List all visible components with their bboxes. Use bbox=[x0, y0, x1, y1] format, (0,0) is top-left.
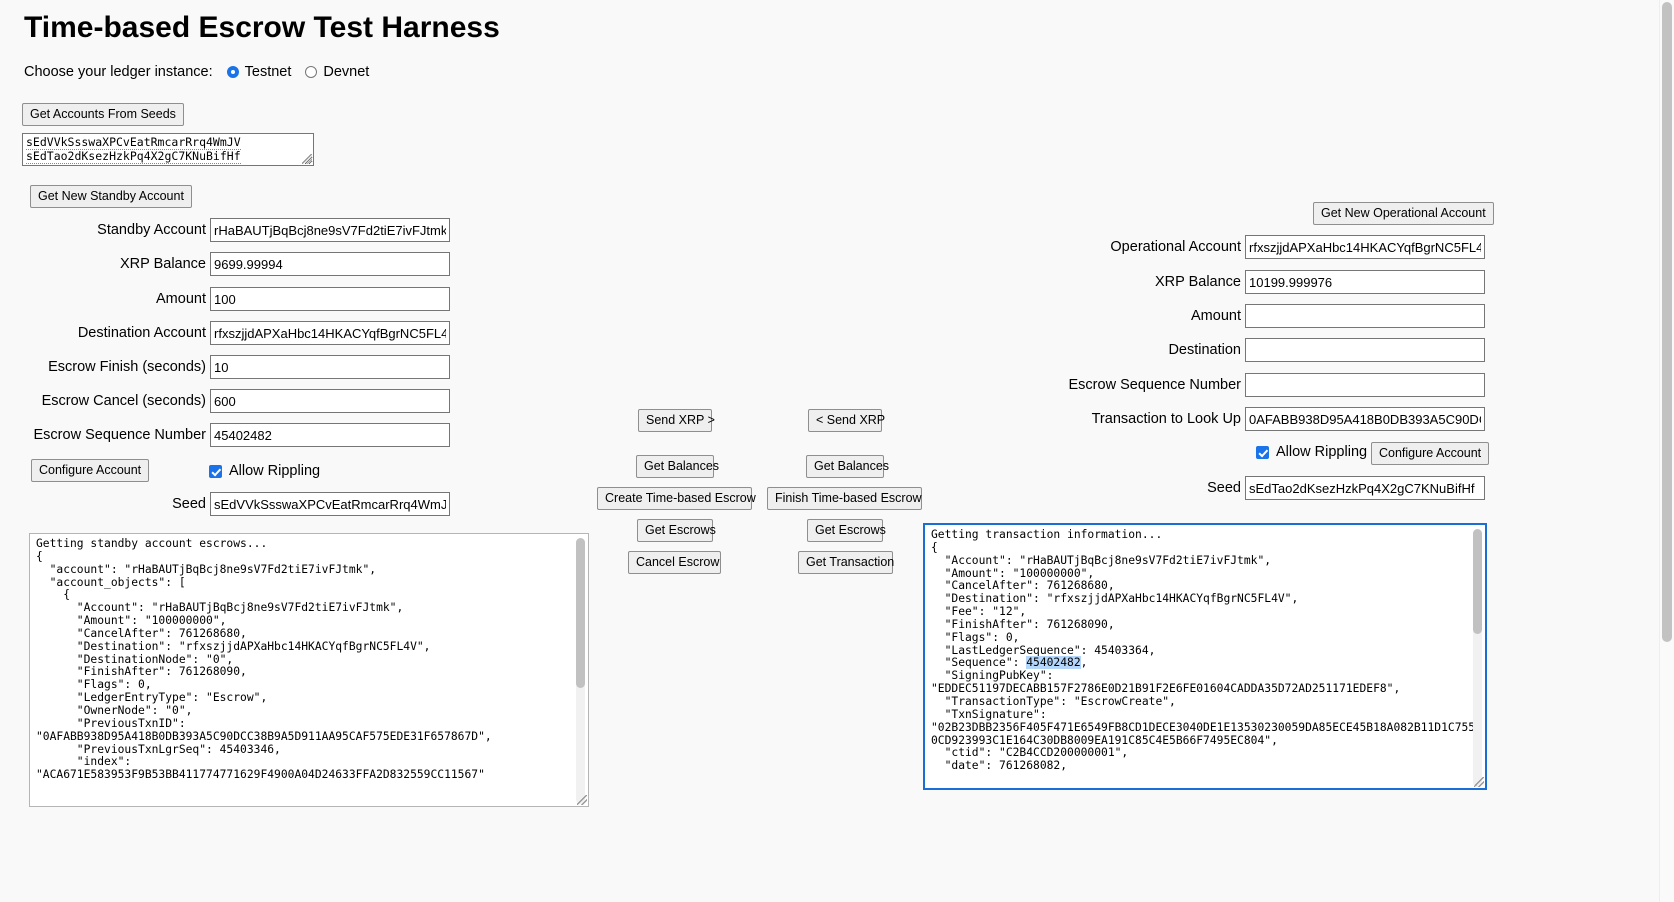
standby-amount-input[interactable] bbox=[210, 287, 450, 311]
operational-results-line-9: "Flags": 0, bbox=[931, 631, 1019, 644]
send-xrp-right-button[interactable]: Send XRP > bbox=[638, 409, 712, 432]
standby-xrp-balance-input[interactable] bbox=[210, 252, 450, 276]
standby-escrow-sequence-number-label: Escrow Sequence Number bbox=[0, 427, 210, 443]
operational-results-line-3: "Account": "rHaBAUTjBqBcj8ne9sV7Fd2tiE7i… bbox=[931, 554, 1271, 567]
operational-results-line-1: Getting transaction information... bbox=[931, 528, 1162, 541]
seed-line-2: sEdTao2dKsezHzkPq4X2gC7KNuBifHf bbox=[26, 149, 241, 164]
operational-results-line-2: { bbox=[931, 541, 938, 554]
standby-results-scrollbar[interactable] bbox=[576, 538, 585, 804]
operational-results-line-5: "CancelAfter": 761268680, bbox=[931, 579, 1115, 592]
operational-results-line-11-suffix: , bbox=[1081, 656, 1088, 669]
escrow-cancel-seconds-label: Escrow Cancel (seconds) bbox=[0, 393, 210, 409]
operational-account-input[interactable] bbox=[1245, 235, 1485, 259]
standby-configure-account-button[interactable]: Configure Account bbox=[31, 459, 149, 482]
page-scrollbar[interactable] bbox=[1659, 0, 1674, 902]
operational-seed-input[interactable] bbox=[1245, 476, 1485, 500]
standby-escrow-sequence-number-input[interactable] bbox=[210, 423, 450, 447]
standby-allow-rippling-checkbox[interactable]: Allow Rippling bbox=[209, 463, 320, 479]
standby-get-escrows-button[interactable]: Get Escrows bbox=[637, 519, 713, 542]
get-transaction-button[interactable]: Get Transaction bbox=[798, 551, 893, 574]
ledger-instance-label: Choose your ledger instance: bbox=[24, 64, 213, 80]
operational-results-line-7: "Fee": "12", bbox=[931, 605, 1026, 618]
escrow-cancel-seconds-input[interactable] bbox=[210, 389, 450, 413]
standby-get-balances-button[interactable]: Get Balances bbox=[636, 455, 714, 478]
operational-xrp-balance-input[interactable] bbox=[1245, 270, 1485, 294]
operational-results-line-10: "LastLedgerSequence": 45403364, bbox=[931, 644, 1155, 657]
standby-seed-label: Seed bbox=[0, 496, 210, 512]
get-accounts-from-seeds-button[interactable]: Get Accounts From Seeds bbox=[22, 103, 184, 126]
standby-results-textarea[interactable]: Getting standby account escrows... { "ac… bbox=[29, 533, 589, 807]
transaction-to-look-up-input[interactable] bbox=[1245, 407, 1485, 431]
operational-results-line-16: "02B23DBB2356F405F471E6549FB8CD1DECE3040… bbox=[931, 721, 1475, 734]
operational-results-line-13: "EDDEC51197DECABB157F2786E0D21B91F2E6FE0… bbox=[931, 682, 1400, 695]
operational-allow-rippling-check-icon[interactable] bbox=[1256, 446, 1269, 459]
operational-results-line-12: "SigningPubKey": bbox=[931, 669, 1053, 682]
operational-seed-label: Seed bbox=[1035, 480, 1245, 496]
standby-account-input[interactable] bbox=[210, 218, 450, 242]
operational-results-line-8: "FinishAfter": 761268090, bbox=[931, 618, 1115, 631]
seed-line-1: sEdVVkSsswaXPCvEatRmcarRrq4WmJV bbox=[26, 135, 241, 150]
resize-handle-icon[interactable] bbox=[302, 154, 312, 164]
escrow-finish-seconds-input[interactable] bbox=[210, 355, 450, 379]
operational-results-line-4: "Amount": "100000000", bbox=[931, 567, 1094, 580]
operational-allow-rippling-checkbox[interactable]: Allow Rippling bbox=[1256, 444, 1367, 460]
page-title: Time-based Escrow Test Harness bbox=[24, 11, 500, 45]
radio-devnet-indicator[interactable] bbox=[305, 66, 317, 78]
create-time-based-escrow-button[interactable]: Create Time-based Escrow bbox=[597, 487, 752, 510]
cancel-escrow-button[interactable]: Cancel Escrow bbox=[628, 551, 721, 574]
seeds-textarea[interactable]: sEdVVkSsswaXPCvEatRmcarRrq4WmJV sEdTao2d… bbox=[22, 133, 314, 166]
operational-results-line-18: "ctid": "C2B4CCD200000001", bbox=[931, 746, 1128, 759]
finish-time-based-escrow-button[interactable]: Finish Time-based Escrow bbox=[767, 487, 922, 510]
operational-results-textarea[interactable]: Getting transaction information... { "Ac… bbox=[923, 523, 1487, 790]
standby-amount-label: Amount bbox=[0, 291, 210, 307]
standby-results-text: Getting standby account escrows... { "ac… bbox=[36, 537, 492, 781]
radio-devnet-label: Devnet bbox=[323, 64, 369, 80]
radio-testnet-label: Testnet bbox=[245, 64, 292, 80]
operational-account-label: Operational Account bbox=[1035, 239, 1245, 255]
operational-results-sequence-highlight: 45402482 bbox=[1026, 656, 1080, 669]
standby-account-label: Standby Account bbox=[0, 222, 210, 238]
standby-seed-input[interactable] bbox=[210, 492, 450, 516]
operational-results-line-11-prefix: "Sequence": bbox=[931, 656, 1026, 669]
operational-get-balances-button[interactable]: Get Balances bbox=[806, 455, 884, 478]
standby-xrp-balance-label: XRP Balance bbox=[0, 256, 210, 272]
operational-results-line-6: "Destination": "rfxszjjdAPXaHbc14HKACYqf… bbox=[931, 592, 1298, 605]
operational-allow-rippling-label: Allow Rippling bbox=[1276, 444, 1367, 460]
get-new-operational-account-button[interactable]: Get New Operational Account bbox=[1313, 202, 1494, 225]
get-new-standby-account-button[interactable]: Get New Standby Account bbox=[30, 185, 192, 208]
operational-xrp-balance-label: XRP Balance bbox=[1035, 274, 1245, 290]
operational-destination-input[interactable] bbox=[1245, 338, 1485, 362]
standby-destination-account-label: Destination Account bbox=[0, 325, 210, 341]
operational-results-line-17: 0CD923993C1E164C30DB8009EA191C85C4E5B66F… bbox=[931, 734, 1278, 747]
ledger-instance-row: Choose your ledger instance: Testnet Dev… bbox=[24, 64, 383, 80]
operational-amount-input[interactable] bbox=[1245, 304, 1485, 328]
operational-results-scrollbar[interactable] bbox=[1473, 529, 1482, 787]
send-xrp-left-button[interactable]: < Send XRP bbox=[808, 409, 882, 432]
operational-destination-label: Destination bbox=[1035, 342, 1245, 358]
radio-option-testnet[interactable]: Testnet bbox=[227, 64, 292, 80]
operational-escrow-sequence-number-label: Escrow Sequence Number bbox=[1035, 377, 1245, 393]
operational-get-escrows-button[interactable]: Get Escrows bbox=[807, 519, 883, 542]
standby-destination-account-input[interactable] bbox=[210, 321, 450, 345]
operational-results-line-14: "TransactionType": "EscrowCreate", bbox=[931, 695, 1176, 708]
escrow-finish-seconds-label: Escrow Finish (seconds) bbox=[0, 359, 210, 375]
operational-escrow-sequence-number-input[interactable] bbox=[1245, 373, 1485, 397]
radio-option-devnet[interactable]: Devnet bbox=[305, 64, 369, 80]
operational-results-line-19: "date": 761268082, bbox=[931, 759, 1067, 772]
standby-allow-rippling-label: Allow Rippling bbox=[229, 463, 320, 479]
operational-configure-account-button[interactable]: Configure Account bbox=[1371, 442, 1489, 465]
radio-testnet-indicator[interactable] bbox=[227, 66, 239, 78]
operational-amount-label: Amount bbox=[1035, 308, 1245, 324]
page-scrollbar-thumb[interactable] bbox=[1662, 2, 1672, 642]
operational-results-line-15: "TxnSignature": bbox=[931, 708, 1047, 721]
standby-allow-rippling-check-icon[interactable] bbox=[209, 465, 222, 478]
transaction-to-look-up-label: Transaction to Look Up bbox=[1035, 411, 1245, 427]
